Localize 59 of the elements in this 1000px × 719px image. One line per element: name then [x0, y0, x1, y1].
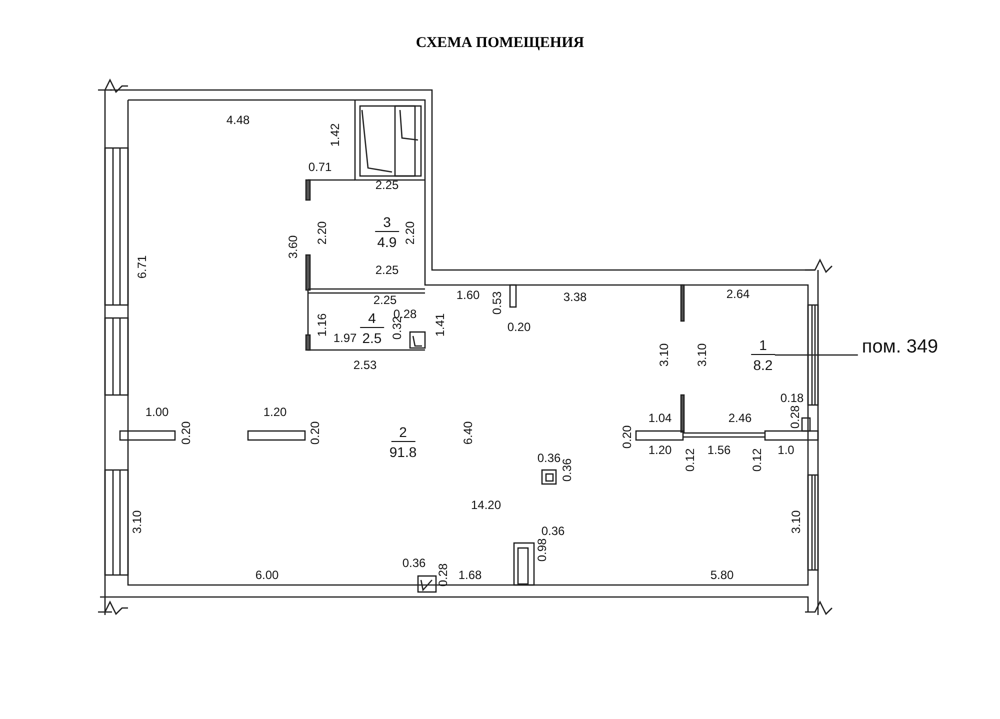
dimension-label: 0.98	[536, 538, 548, 562]
dimension-label: 1.20	[648, 444, 672, 456]
dimension-label: 1.60	[456, 289, 480, 301]
dimension-label: 6.40	[462, 421, 474, 445]
dimension-label: 1.16	[316, 313, 328, 337]
dimension-label: 0.20	[309, 421, 321, 445]
dimension-label: 4.48	[226, 114, 250, 126]
dimension-label: 3.60	[287, 235, 299, 259]
dimension-label: 0.36	[561, 458, 573, 482]
dimension-label: 2.25	[375, 179, 399, 191]
dimension-label: 3.10	[131, 510, 143, 534]
dimension-label: 1.97	[333, 332, 357, 344]
dimension-label: 0.28	[789, 405, 801, 429]
room-number: 3	[375, 215, 399, 232]
room-number: 2	[391, 425, 415, 442]
dimension-label: 1.68	[458, 569, 482, 581]
dimension-label: 3.10	[658, 343, 670, 367]
dimension-label: 0.12	[684, 448, 696, 472]
dimension-label: 2.46	[728, 412, 752, 424]
plan-title: СХЕМА ПОМЕЩЕНИЯ	[416, 35, 584, 51]
dimension-label: 0.18	[780, 392, 804, 404]
dimension-label: 2.64	[726, 288, 750, 300]
dimension-label: 2.20	[404, 221, 416, 245]
dimension-label: 0.20	[621, 425, 633, 449]
dimension-label: 1.0	[778, 444, 794, 456]
dimension-label: 0.20	[507, 321, 531, 333]
dimension-label: 1.42	[329, 123, 341, 147]
dimension-label: 5.80	[710, 569, 734, 581]
dimension-label: 1.04	[648, 412, 672, 424]
dimension-label: 1.56	[707, 444, 731, 456]
dimension-label: 3.10	[696, 343, 708, 367]
room-number: 1	[751, 338, 775, 355]
room-area: 8.2	[753, 355, 773, 372]
dimension-label: 0.36	[541, 525, 565, 537]
dimension-label: 0.53	[491, 291, 503, 315]
dimension-label: 0.71	[308, 161, 332, 173]
dimension-label: 0.36	[402, 557, 426, 569]
premises-label: пом. 349	[862, 338, 938, 356]
dimension-label: 1.00	[145, 406, 169, 418]
dimension-label: 3.38	[563, 291, 587, 303]
room-area: 2.5	[362, 328, 382, 345]
dimension-label: 1.41	[434, 313, 446, 337]
dimension-label: 3.10	[790, 510, 802, 534]
dimension-label: 6.71	[136, 255, 148, 279]
dimension-label: 6.00	[255, 569, 279, 581]
dimension-label: 0.12	[751, 448, 763, 472]
dimension-label: 0.20	[180, 421, 192, 445]
dimension-label: 2.53	[353, 359, 377, 371]
dimension-label: 2.25	[375, 264, 399, 276]
room-area: 91.8	[389, 442, 417, 459]
leader-line	[774, 354, 858, 356]
dimension-label: 2.20	[316, 221, 328, 245]
dimension-label: 0.28	[437, 563, 449, 587]
dimension-label: 1.20	[263, 406, 287, 418]
room-number: 4	[360, 311, 384, 328]
dimension-label: 14.20	[470, 499, 502, 511]
dimension-label: 2.25	[373, 294, 397, 306]
dimension-label: 0.36	[537, 452, 561, 464]
room-area: 4.9	[377, 232, 397, 249]
